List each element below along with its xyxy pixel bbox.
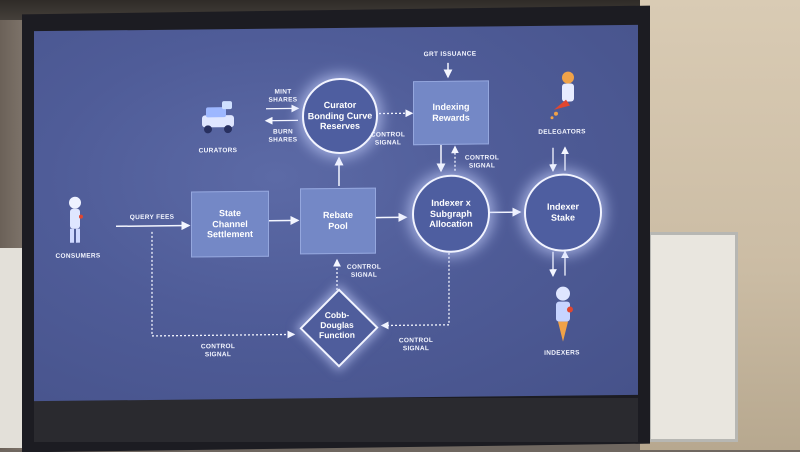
query-fees-label: QUERY FEES	[124, 214, 180, 223]
indexing-rewards-box: Indexing Rewards	[413, 80, 489, 145]
control-signal-label-left: CONTROL SIGNAL	[198, 343, 238, 360]
control-signal-label-curator: CONTROL SIGNAL	[368, 131, 408, 148]
projection-screen: State Channel Settlement Rebate Pool Ind…	[34, 25, 638, 401]
delegators-label: DELEGATORS	[534, 128, 590, 137]
cobb-douglas-label: Cobb- Douglas Function	[306, 310, 368, 341]
state-channel-settlement-box: State Channel Settlement	[191, 191, 269, 258]
curators-illustration	[196, 97, 242, 137]
curator-bonding-curve-circle: Curator Bonding Curve Reserves	[302, 78, 378, 155]
screen-bottom-edge	[34, 398, 638, 442]
control-signal-label-right: CONTROL SIGNAL	[396, 337, 436, 354]
consumers-label: CONSUMERS	[50, 252, 106, 261]
control-signal-label-rewards: CONTROL SIGNAL	[462, 154, 502, 171]
mint-shares-label: MINT SHARES	[266, 88, 300, 105]
grt-issuance-label: GRT ISSUANCE	[420, 50, 480, 59]
curators-label: CURATORS	[194, 147, 242, 156]
indexers-label: INDEXERS	[538, 349, 586, 358]
burn-shares-label: BURN SHARES	[266, 128, 300, 145]
consumers-illustration	[64, 195, 86, 247]
rebate-pool-box: Rebate Pool	[300, 188, 376, 255]
indexers-illustration	[546, 285, 580, 345]
control-signal-label-rebate: CONTROL SIGNAL	[344, 263, 384, 280]
whiteboard	[648, 232, 738, 442]
delegators-illustration	[544, 69, 584, 123]
